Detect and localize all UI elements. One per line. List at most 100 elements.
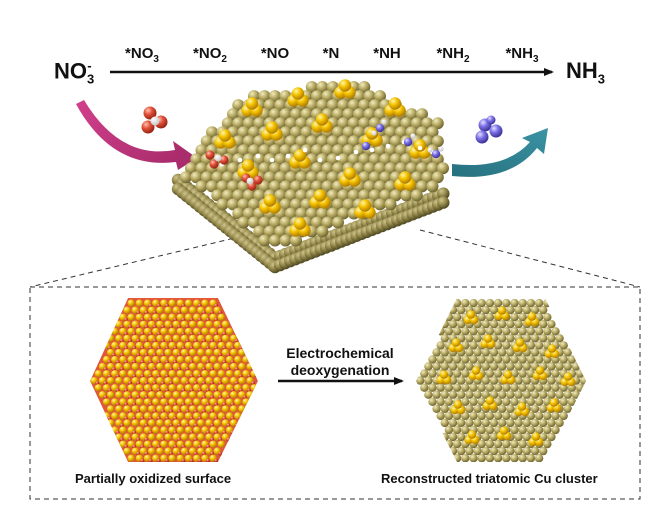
oxygen-atom xyxy=(160,352,165,357)
right-caption: Reconstructed triatomic Cu cluster xyxy=(381,471,598,486)
cu-atom xyxy=(543,425,552,435)
cu-atom xyxy=(107,391,115,399)
path-dot xyxy=(237,157,243,163)
cu-atom xyxy=(295,135,308,148)
cu-atom xyxy=(342,198,355,211)
oxygen-atom xyxy=(219,155,229,165)
cu-atom xyxy=(253,189,266,202)
cu-atom xyxy=(420,383,429,392)
oxygen-atom xyxy=(210,338,214,343)
oxygen-atom xyxy=(238,416,243,421)
oxygen-atom xyxy=(136,451,141,456)
oxygen-atom xyxy=(119,367,124,371)
cu-atom xyxy=(559,397,568,406)
cu-atom xyxy=(489,432,499,442)
cu-cluster-atom xyxy=(471,366,481,375)
oxygen-atom xyxy=(210,451,214,456)
cu-atom xyxy=(543,327,552,336)
cu-atom xyxy=(232,117,245,130)
oxygen-atom xyxy=(255,374,258,379)
cu-atom xyxy=(123,447,131,455)
cu-cluster-atom xyxy=(293,217,307,230)
cu-cluster-atom xyxy=(218,129,232,142)
oxygen-atom xyxy=(193,451,198,456)
oxygen-atom xyxy=(119,352,124,357)
cu-atom xyxy=(206,126,218,139)
outgoing-arrow xyxy=(452,128,548,177)
cu-atom xyxy=(436,355,445,364)
cu-atom xyxy=(185,162,197,175)
cu-atom xyxy=(469,327,478,336)
oxygen-atom xyxy=(160,395,165,400)
cu-atom xyxy=(209,440,217,448)
cu-atom xyxy=(522,334,531,343)
oxygen-atom xyxy=(218,310,223,315)
cu-atom xyxy=(332,126,344,139)
cu-atom xyxy=(311,90,323,103)
cu-cluster-atom xyxy=(453,400,463,409)
cu-atom xyxy=(543,397,552,406)
cu-atom xyxy=(168,384,176,392)
cu-atom xyxy=(551,327,560,336)
cu-atom xyxy=(107,377,115,385)
cu-atom xyxy=(246,391,254,399)
cu-atom xyxy=(316,171,329,184)
cu-atom xyxy=(152,426,160,434)
deoxygenation-label: Electrochemical deoxygenation xyxy=(286,345,394,378)
cu-atom xyxy=(217,313,225,321)
cu-atom xyxy=(469,341,478,350)
cu-atom xyxy=(526,397,536,406)
cu-atom xyxy=(248,216,260,229)
cu-atom xyxy=(230,348,238,356)
cu-atom xyxy=(452,425,462,435)
cu-atom xyxy=(258,234,271,247)
cu-cluster-atom xyxy=(466,310,476,319)
cu-atom xyxy=(123,306,131,314)
cu-atom xyxy=(530,418,540,428)
cu-atom xyxy=(452,355,462,364)
cu-atom xyxy=(493,327,503,336)
cu-atom xyxy=(316,135,329,148)
cu-atom xyxy=(221,171,234,184)
cu-atom xyxy=(477,454,486,462)
cu-atom xyxy=(400,189,413,202)
oxygen-atom xyxy=(169,451,173,456)
cu-atom xyxy=(358,171,371,184)
reconstructed-surface-hexagon xyxy=(416,298,586,462)
cu-atom xyxy=(493,383,503,392)
nitrogen-atom xyxy=(486,115,496,125)
cu-atom xyxy=(168,370,176,378)
cu-atom xyxy=(477,327,486,336)
cu-atom xyxy=(436,341,445,350)
cu-atom xyxy=(518,298,527,308)
oxygen-atom xyxy=(210,381,214,386)
oxygen-atom xyxy=(210,423,214,428)
oxygen-atom xyxy=(177,324,182,329)
cu-atom xyxy=(421,117,434,130)
no3-molecule xyxy=(141,106,168,134)
oxygen-atom xyxy=(136,310,141,315)
cu-atom xyxy=(284,135,297,148)
cu-atom xyxy=(234,412,242,420)
cu-atom xyxy=(440,320,449,329)
cu-atom xyxy=(279,234,292,247)
cu-atom xyxy=(534,411,544,421)
cu-atom xyxy=(184,299,193,307)
oxygen-atom xyxy=(136,324,141,329)
cu-cluster-atom xyxy=(315,113,329,126)
cu-atom xyxy=(237,180,250,193)
cu-atom xyxy=(269,216,281,229)
cu-atom xyxy=(217,370,225,378)
cu-atom xyxy=(518,369,527,378)
cu-atom xyxy=(428,355,437,364)
cu-atom xyxy=(139,405,147,413)
cu-atom xyxy=(263,171,276,184)
cu-atom xyxy=(534,425,544,435)
oxygen-atom xyxy=(209,159,219,169)
oxygen-atom xyxy=(218,451,223,456)
cu-atom xyxy=(305,171,318,184)
cu-atom xyxy=(489,376,499,385)
cu-atom xyxy=(440,418,449,428)
cu-atom xyxy=(416,108,428,121)
cu-atom xyxy=(477,355,486,364)
